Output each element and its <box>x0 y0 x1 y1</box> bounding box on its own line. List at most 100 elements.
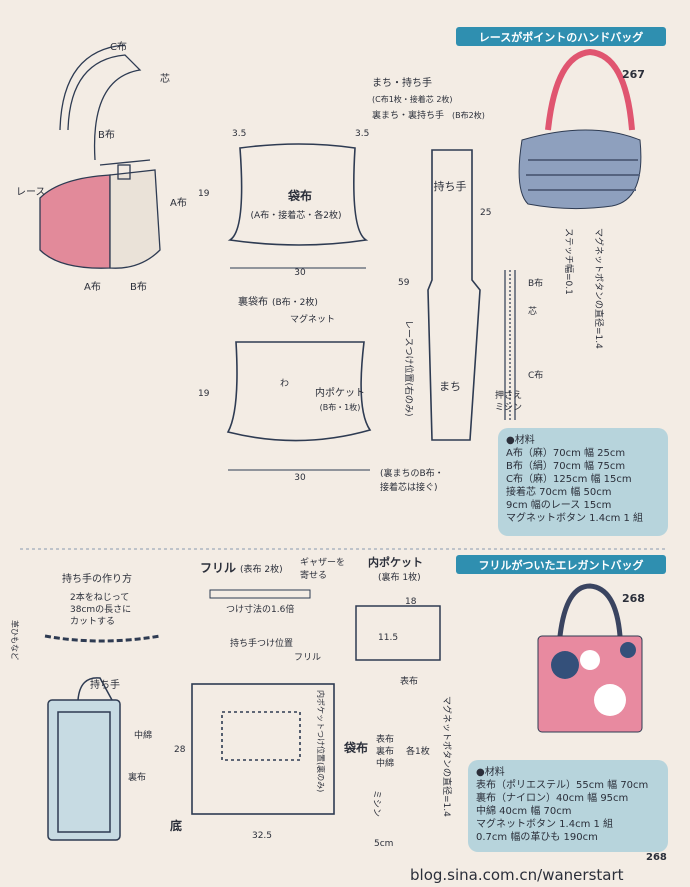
bag1-label-b: B布 <box>98 129 115 141</box>
materials1-item: B布（絹）70cm 幅 75cm <box>506 461 626 472</box>
bag2-frill-sub: (表布 2枚) <box>240 563 283 575</box>
dim-18: 18 <box>405 597 417 607</box>
bag2-gather2: 寄せる <box>300 569 327 581</box>
dim-28: 28 <box>174 745 186 755</box>
bag2-sketch-batting: 中綿 <box>134 729 152 741</box>
bag1-detail-b: B布 <box>528 277 543 289</box>
materials1-item: 接着芯 70cm 幅 50cm <box>506 487 612 498</box>
materials1-title: ●材料 <box>506 435 535 446</box>
header-bar-1 <box>456 27 666 46</box>
dim-19-a: 19 <box>198 189 210 199</box>
bag2-bag-label: 袋布 <box>343 740 368 755</box>
materials2-item: 表布（ポリエステル）55cm 幅 70cm <box>476 780 649 791</box>
header-2: フリルがついたエレガントバッグ <box>479 558 644 572</box>
dim-11.5: 11.5 <box>378 633 398 643</box>
bag1-stitch: ステッチ幅=0.1 <box>563 228 575 295</box>
materials2-item: 裏布（ナイロン）40cm 幅 95cm <box>476 793 629 804</box>
bag2-pocket-pos: 内ポケットつけ位置(裏のみ) <box>316 690 326 792</box>
bag1-label-core: 芯 <box>160 72 170 85</box>
bag1-note: (裏まちのB布・ <box>380 467 444 479</box>
bag1-lace-pos: レースつけ位置(右のみ) <box>403 320 415 417</box>
dim-25: 25 <box>480 208 491 218</box>
bag1-lining-sub: (B布・2枚) <box>272 296 318 308</box>
bag2-each: 各1枚 <box>406 745 430 757</box>
bag1-label-a2: A布 <box>84 281 101 293</box>
bag1-strap-title3b: (B布2枚) <box>452 110 485 120</box>
bag1-pocket-label: 内ポケット <box>315 386 365 399</box>
bag1-label-c: C布 <box>110 41 127 53</box>
bag1-press-label: 押さえ <box>495 389 522 401</box>
bag2-bottom: 底 <box>170 818 182 833</box>
bag2-number: 268 <box>622 592 645 605</box>
bag2-magnet-dia: マグネットボタンの直径=1.4 <box>441 696 453 817</box>
bag2-inner-pocket-rect <box>355 605 441 661</box>
dim-30-a: 30 <box>294 268 306 278</box>
bag1-gusset-label: まち <box>439 380 461 393</box>
bag1-number: 267 <box>622 68 645 81</box>
bag2-twisted-cord <box>44 634 161 643</box>
dim-3.5-a: 3.5 <box>232 129 246 139</box>
bag2-pocket-outer: 表布 <box>400 675 418 687</box>
bag1-lining-pattern <box>226 341 372 442</box>
bag1-label-a: A布 <box>170 197 187 209</box>
bag2-inner-pocket: 内ポケット <box>368 555 423 569</box>
bag2-sketch <box>47 677 121 841</box>
materials1-item: マグネットボタン 1.4cm 1 組 <box>506 513 644 524</box>
bag2-frill-lbl: フリル <box>294 653 321 663</box>
bag1-handle-label: 持ち手 <box>434 179 467 193</box>
bag2-cord: 革ひもなど <box>10 620 20 660</box>
dim-19-b: 19 <box>198 389 210 399</box>
watermark: blog.sina.com.cn/wanerstart <box>410 866 624 884</box>
materials2-item: 中綿 40cm 幅 70cm <box>476 806 572 817</box>
bag2-frill-strip <box>209 589 311 599</box>
bag2-photo <box>537 583 643 733</box>
materials2-item: マグネットボタン 1.4cm 1 組 <box>476 819 614 830</box>
dim-59: 59 <box>398 278 410 288</box>
page-number: 268 <box>646 852 667 863</box>
dim-3.5-b: 3.5 <box>355 129 369 139</box>
bag1-detail-core: 芯 <box>528 305 537 317</box>
bag2-sketch-lining: 裏布 <box>128 771 146 783</box>
bag2-cut2: カットする <box>70 616 115 627</box>
materials-box-2: ●材料 表布（ポリエステル）55cm 幅 70cm 裏布（ナイロン）40cm 幅… <box>468 760 668 852</box>
bag1-pocket-sub: (B布・1枚) <box>320 402 361 412</box>
bag1-strap-title2: (C布1枚・接着芯 2枚) <box>372 94 453 104</box>
bag1-strap-title3: 裏まち・裏持ち手 <box>372 109 444 121</box>
bag1-strap-pattern <box>427 149 481 441</box>
bag1-detail-c: C布 <box>528 369 543 381</box>
bag1-illustration <box>39 44 161 269</box>
materials2-title: ●材料 <box>476 767 505 778</box>
bag1-magnet-dia: マグネットボタンの直径=1.4 <box>593 228 605 349</box>
bag1-main-pattern <box>227 143 369 246</box>
bag1-main-sub: (A布・接着芯・各2枚) <box>251 209 342 221</box>
bag2-handle-pos: 持ち手つけ位置 <box>230 637 293 649</box>
bag2-machine: ミシン <box>371 790 381 817</box>
dim-30-b: 30 <box>294 473 306 483</box>
materials1-item: C布（麻）125cm 幅 15cm <box>506 474 632 485</box>
materials1-item: 9cm 幅のレース 15cm <box>506 500 612 511</box>
bag1-wa-label: わ <box>280 378 289 389</box>
materials1-item: A布（麻）70cm 幅 25cm <box>506 448 626 459</box>
bag2-bag-sub3: 中綿 <box>376 757 394 769</box>
bag2-bag-sub: 表布 <box>376 733 394 745</box>
bag1-note2: 接着芯は接ぐ) <box>380 481 438 493</box>
bag2-gather: ギャザーを <box>300 557 345 568</box>
bag1-photo <box>518 48 642 210</box>
materials-box-1: ●材料 A布（麻）70cm 幅 25cm B布（絹）70cm 幅 75cm C布… <box>498 428 668 536</box>
header-1: レースがポイントのハンドバッグ <box>479 30 643 44</box>
bag2-sketch-handle: 持ち手 <box>90 678 120 691</box>
bag2-main-pattern <box>191 683 335 815</box>
bag1-label-lace: レース <box>16 187 46 198</box>
bag1-lace-detail <box>504 270 516 420</box>
bag2-twist: 2本をねじって <box>70 591 129 603</box>
dim-5cm: 5cm <box>374 839 393 849</box>
bag1-strap-title: まち・持ち手 <box>372 76 432 89</box>
bag2-handle-howto: 持ち手の作り方 <box>62 572 132 585</box>
bag2-cut: 38cmの長さに <box>70 604 131 615</box>
bag2-frill: フリル <box>200 561 236 575</box>
bag2-ratio: つけ寸法の1.6倍 <box>226 603 294 615</box>
materials2-item: 0.7cm 幅の革ひも 190cm <box>476 832 598 843</box>
header-bar-2 <box>456 555 666 574</box>
